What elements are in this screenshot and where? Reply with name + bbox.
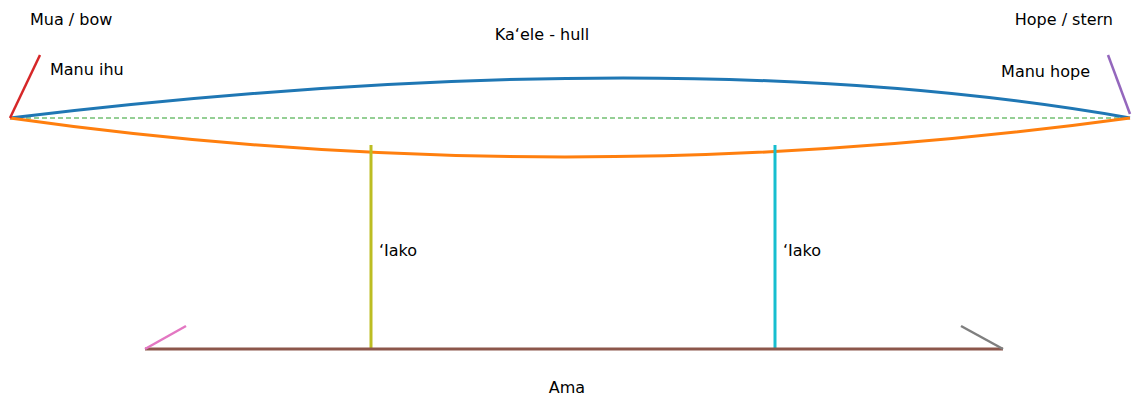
part-name: Ama <box>549 378 585 397</box>
part-name: Manu hope <box>1001 62 1090 81</box>
part-name: ‘Iako <box>379 241 417 260</box>
part-name: ‘Iako <box>783 241 821 260</box>
waterline <box>10 117 1130 118</box>
part-name: Ka‘ele - hull <box>495 25 589 44</box>
part-name: Manu ihu <box>50 60 124 79</box>
manu-hope <box>1108 55 1130 114</box>
ama-float <box>145 348 1003 351</box>
part-name: Mua / bow <box>30 10 112 29</box>
hull-top <box>10 78 1130 118</box>
ama-stern-tip <box>961 326 1003 349</box>
iako-rear <box>774 145 777 350</box>
part-name: Hope / stern <box>1015 10 1113 29</box>
iako-front <box>370 145 373 350</box>
ama-bow-tip <box>145 326 186 349</box>
manu-ihu <box>10 55 40 118</box>
hull-bottom <box>10 118 1130 157</box>
